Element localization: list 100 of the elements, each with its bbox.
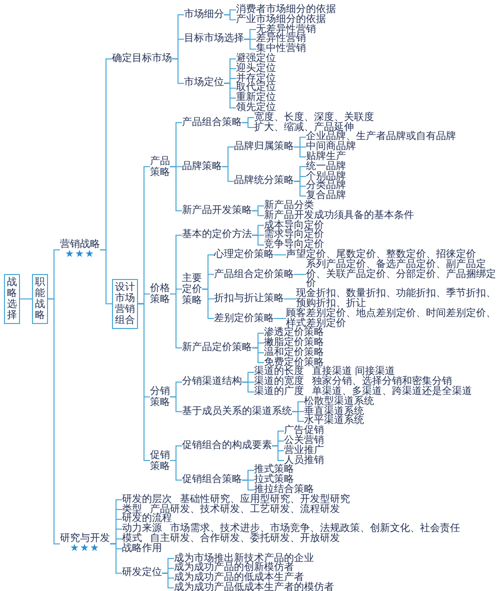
topic-label: 战略作用 <box>122 544 162 554</box>
topic-label: 集中性营销 <box>256 44 306 54</box>
topic-label: 研发定位 <box>122 568 162 578</box>
topic-label: 新产品开发成功须具备的基本条件 <box>264 210 414 221</box>
topic-label: 产品组合定价策略 <box>214 270 294 280</box>
connector-line <box>252 347 264 364</box>
topic-label: 研发的层次 <box>122 494 172 505</box>
topic-label: 宽度、长度、深度、关联度 <box>254 112 374 123</box>
topic-label: 成本导向定价 <box>264 220 324 230</box>
topic-label: 温和定价策略 <box>264 348 324 358</box>
topic-label: 统一品牌 <box>306 162 346 172</box>
topic-label: 拉式策略 <box>254 475 294 486</box>
topic-label: 复合品牌 <box>306 191 346 201</box>
topic-label: 促销策略 <box>150 450 170 472</box>
topic-label: 成为市场推出新技术产品的企业 <box>174 554 314 564</box>
topic-label: 顾客差别定价、地点差别定价、时间差别定价、样式差别定价 <box>286 308 496 328</box>
connector-line <box>294 146 306 158</box>
topic-box: 战略选择 <box>4 274 20 324</box>
topic-label: 市场定位 <box>184 78 224 88</box>
detail-text: 单渠道、多渠道、跨渠道还是全渠道 <box>312 387 472 397</box>
detail-text: 产品研发、技术研发、工艺研发、流程研发 <box>150 504 340 514</box>
topic-label: 产业市场细分的依据 <box>236 14 326 25</box>
connector-line <box>138 303 150 462</box>
topic-label: 产品策略 <box>150 156 170 178</box>
connector-line <box>284 298 296 300</box>
topic-label: 促销组合的构成要素 <box>182 440 272 451</box>
topic-label: 现金折扣、数量折扣、功能折扣、季节折扣、预购折扣、折让 <box>296 289 496 309</box>
topic-label: 免费定价策略 <box>264 358 324 368</box>
connector-line <box>110 543 122 574</box>
topic-label: 贴牌生产 <box>306 152 346 162</box>
topic-label: 研究与开发 <box>60 534 110 544</box>
connector-line <box>172 58 184 84</box>
connector-line <box>162 572 174 588</box>
topic-label: 松散型渠道系统 <box>304 396 374 407</box>
topic-box: 职能战略 <box>32 274 48 324</box>
connector-line <box>242 122 254 128</box>
connector-line <box>170 396 182 412</box>
topic-label: 营业推广 <box>284 446 324 456</box>
topic-label: 基于成员关系的渠道系统 <box>182 406 292 416</box>
topic-label: 避强定位 <box>236 54 276 64</box>
topic-label: 心理定价策略 <box>214 250 274 260</box>
topic-label: 新产品分类 <box>264 200 314 211</box>
connector-line <box>294 274 306 275</box>
connector-line <box>274 318 286 319</box>
topic-label: 水平渠道系统 <box>304 416 364 426</box>
connector-line <box>170 294 182 348</box>
rating-stars: ★★★ <box>64 250 96 260</box>
topic-label: 营销战略 <box>60 240 100 250</box>
topic-label: 竞争导向定价 <box>264 240 324 250</box>
topic-label: 推拉结合策略 <box>254 485 314 495</box>
connector-line <box>294 180 306 197</box>
connector-line <box>170 166 182 212</box>
topic-label: 新产品定价策略 <box>182 342 252 353</box>
connector-line <box>170 460 182 481</box>
topic-label: 品牌统分策略 <box>234 176 294 186</box>
topic-label: 声望定价、尾数定价、整数定价、招徕定价 <box>286 250 476 260</box>
topic-label: 并存定位 <box>236 74 276 84</box>
connector-line <box>224 14 236 20</box>
topic-label: 基本的定价方法 <box>182 230 252 240</box>
topic-label: 消费者市场细分的依据 <box>236 5 336 15</box>
topic-label: 重新定位 <box>236 93 276 103</box>
connector-line <box>202 288 214 319</box>
topic-label: 中间商品牌 <box>306 142 356 152</box>
topic-label: 价格策略 <box>150 283 170 305</box>
connector-line <box>252 210 264 216</box>
connector-line <box>20 298 32 300</box>
detail-text: 基础性研究、应用型研究、开发型研究 <box>180 494 350 505</box>
topic-label: 主要定价策略 <box>182 272 202 306</box>
topic-label: 模式 <box>122 534 142 544</box>
connector-line <box>100 249 112 304</box>
topic-label: 品牌归属策略 <box>234 142 294 152</box>
topic-label: 促销组合策略 <box>182 475 242 486</box>
connector-line <box>242 480 254 490</box>
topic-label: 扩大、缩减、产品延伸 <box>254 122 354 132</box>
topic-label: 撇脂定价策略 <box>264 338 324 348</box>
topic-label: 类型 <box>122 504 142 514</box>
topic-label: 品牌策略 <box>182 162 222 172</box>
connector-line <box>272 445 284 462</box>
connector-line <box>252 234 264 246</box>
topic-label: 产品组合策略 <box>182 118 242 128</box>
topic-label: 领先定位 <box>236 102 276 113</box>
topic-label: 分销策略 <box>150 386 170 408</box>
topic-label: 分类品牌 <box>306 181 346 192</box>
topic-label: 垂直渠道系统 <box>304 406 364 416</box>
connector-line <box>274 254 286 256</box>
topic-label: 渠道的广度 <box>254 387 304 397</box>
topic-label: 成为成功产品低成本生产者的模仿者 <box>174 583 334 591</box>
detail-text: 自主研发、合作研发、委托研发、开放研发 <box>150 534 340 544</box>
rating-stars: ★★★ <box>69 544 101 554</box>
topic-label: 人员推销 <box>284 456 324 466</box>
connector-line <box>292 411 304 422</box>
topic-label: 无差异性营销 <box>256 24 316 34</box>
topic-label: 新产品开发策略 <box>182 206 252 216</box>
connector-line <box>222 166 234 182</box>
topic-box: 设计市场营销组合 <box>112 278 138 329</box>
topic-label: 公关营销 <box>284 436 324 446</box>
connector-line <box>48 298 60 544</box>
topic-label: 市场细分 <box>184 10 224 20</box>
topic-label: 分销渠道结构 <box>182 377 242 388</box>
topic-label: 迎头定位 <box>236 64 276 74</box>
